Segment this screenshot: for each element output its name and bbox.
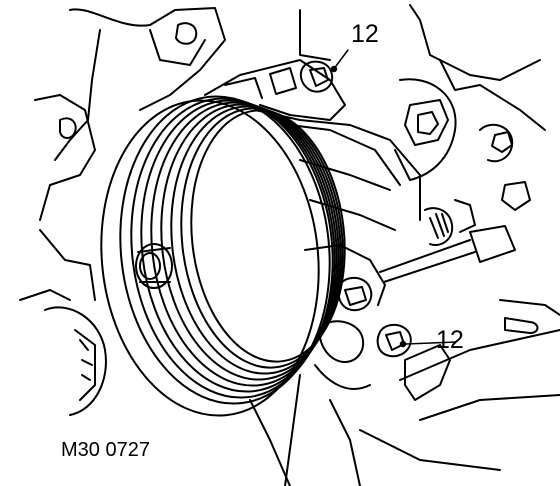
pulley-hub-nut bbox=[135, 243, 173, 289]
callout-leaders bbox=[330, 49, 457, 348]
engine-block-outline bbox=[19, 4, 560, 486]
callout-label-bolt-top: 12 bbox=[351, 20, 379, 48]
figure-reference-code: M30 0727 bbox=[61, 439, 150, 461]
tensioner-rod bbox=[379, 207, 516, 283]
mounting-bracket bbox=[394, 78, 531, 233]
pump-pulley bbox=[100, 95, 346, 417]
callout-label-bolt-lower: 12 bbox=[436, 326, 464, 354]
